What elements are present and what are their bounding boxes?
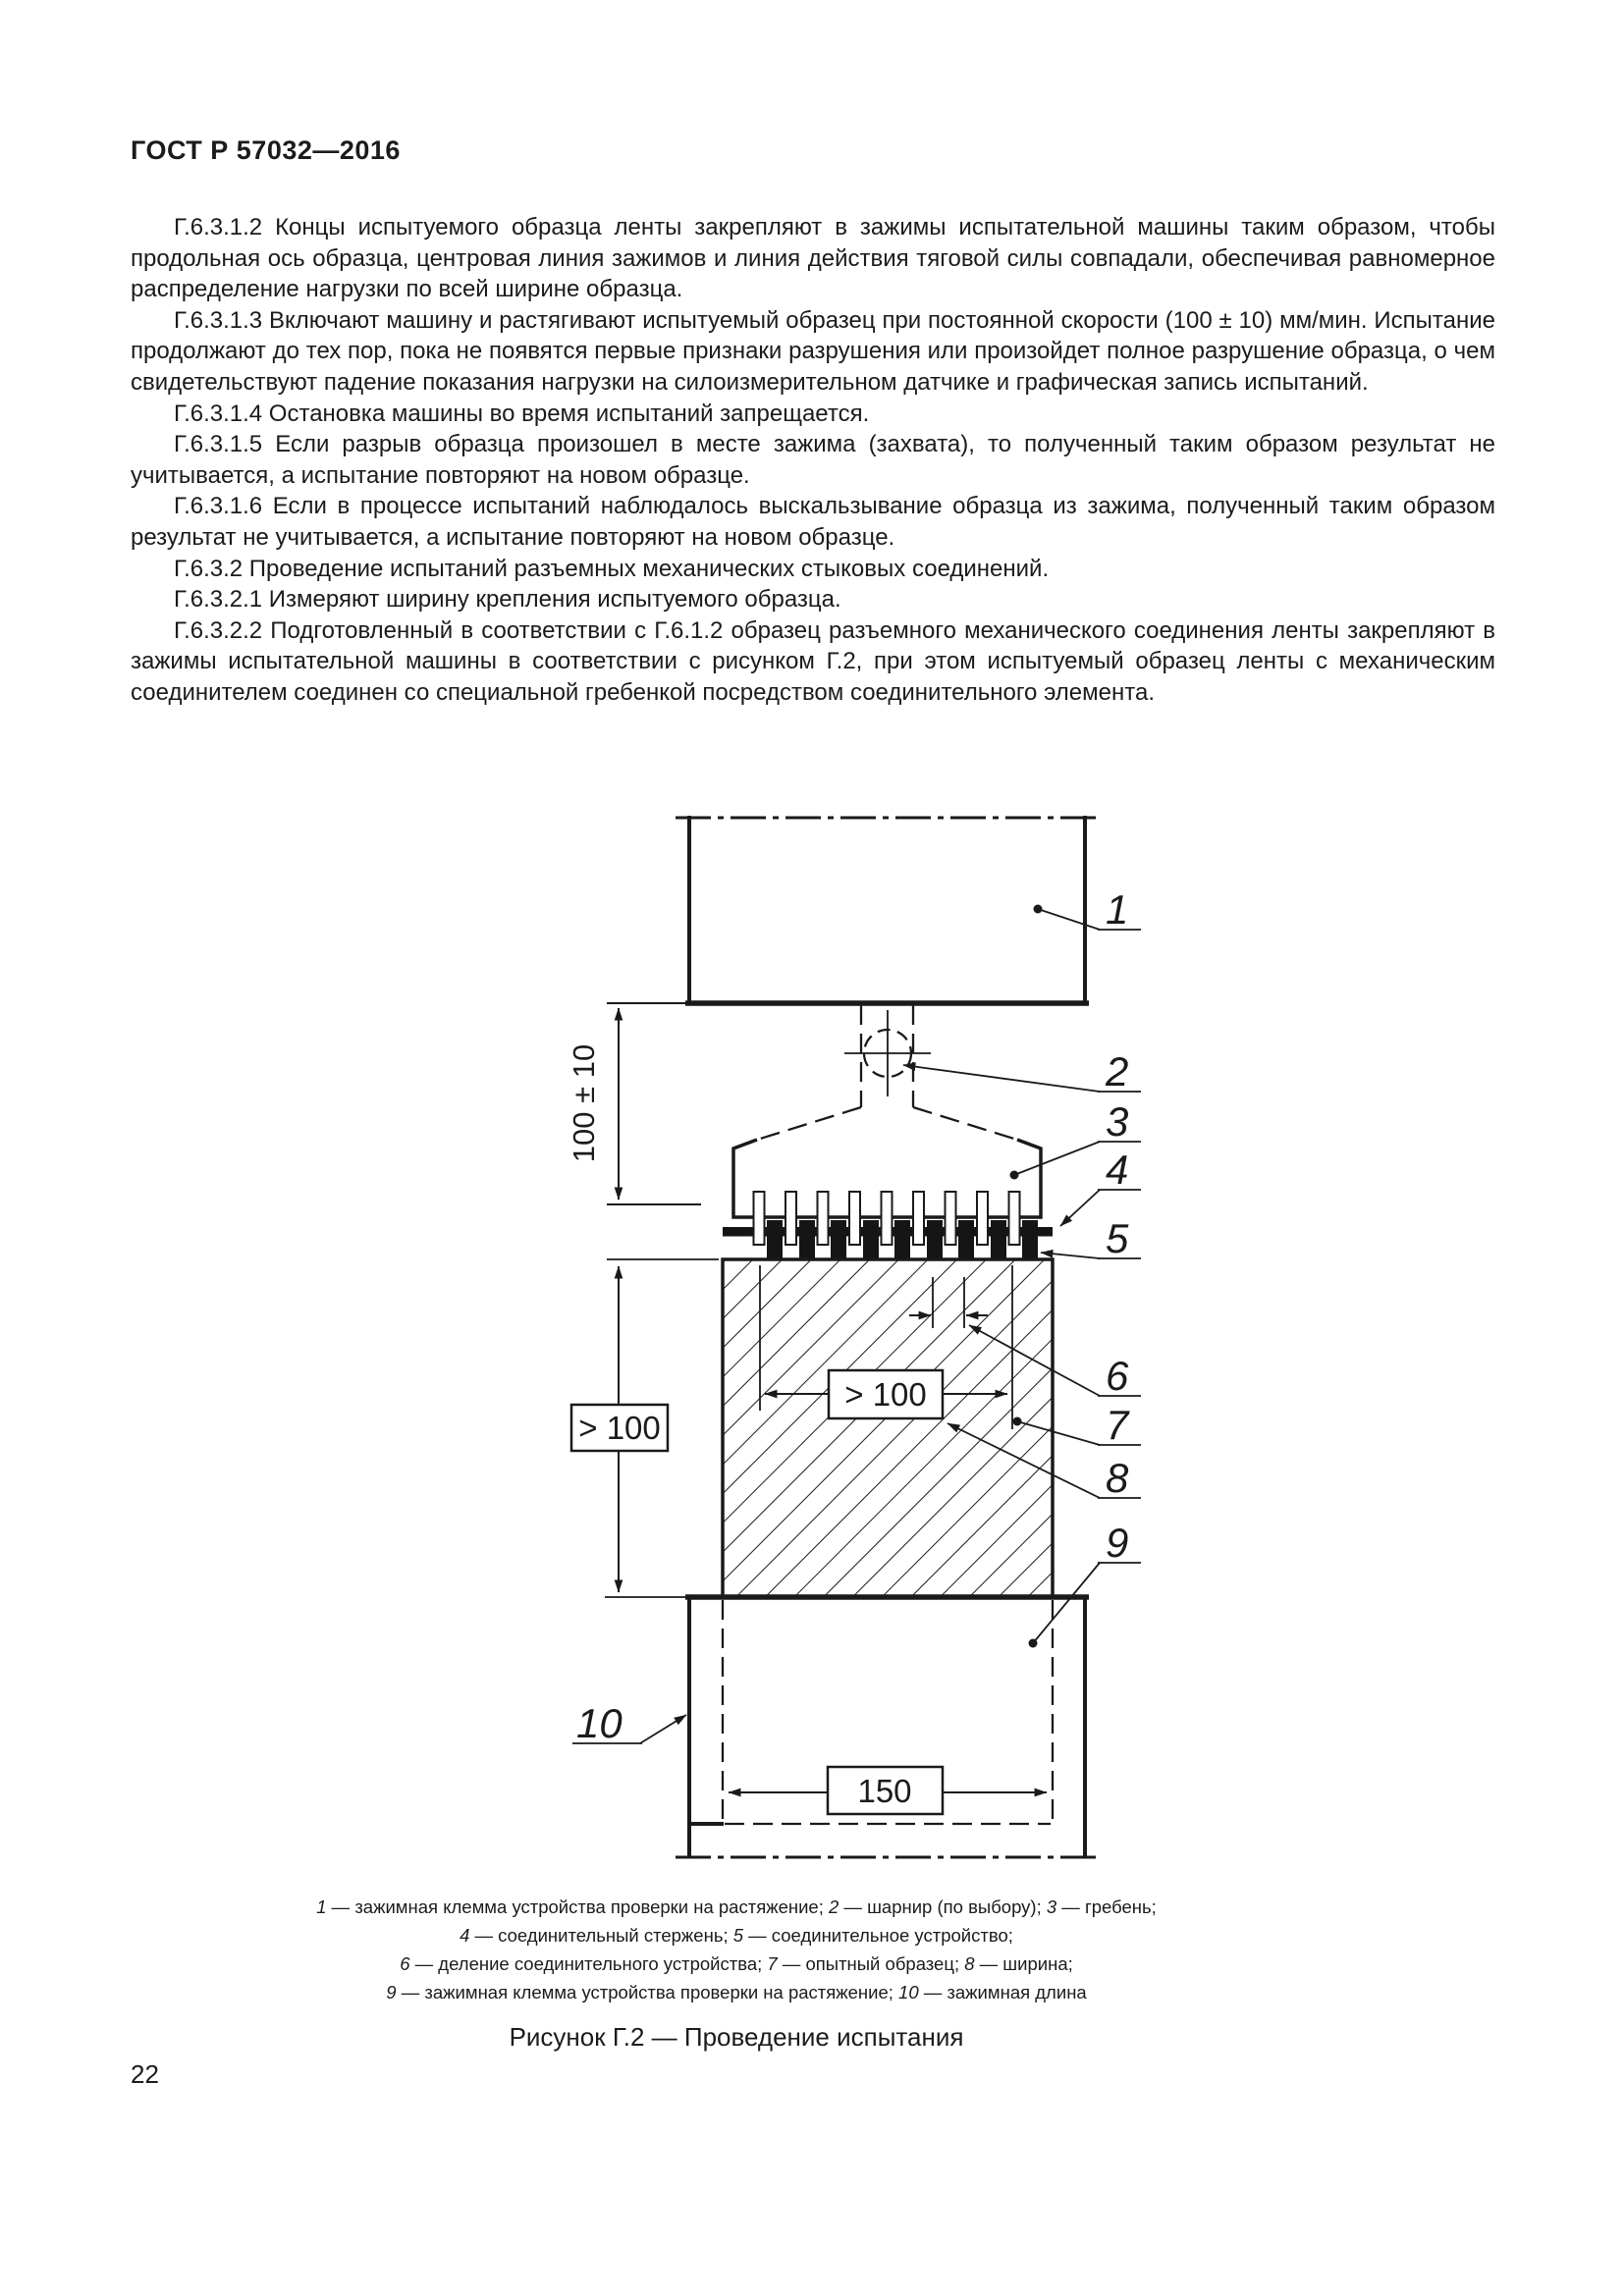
svg-text:10: 10: [576, 1700, 623, 1746]
test-specimen: [721, 1257, 1055, 1599]
svg-text:7: 7: [1106, 1402, 1130, 1448]
comb-teeth: [752, 1191, 1021, 1246]
svg-text:6: 6: [1106, 1353, 1129, 1399]
paragraph: Г.6.3.1.6 Если в процессе испытаний набл…: [131, 493, 1495, 551]
callout-10: 10: [572, 1700, 687, 1746]
callout-6: 6: [968, 1324, 1141, 1399]
callout-7: 7: [1012, 1402, 1141, 1448]
callout-3: 3: [1009, 1098, 1141, 1180]
callout-1: 1: [1033, 886, 1141, 933]
svg-text:8: 8: [1106, 1455, 1129, 1501]
dimension-clamping-width: 150: [728, 1765, 1048, 1816]
svg-text:2: 2: [1105, 1048, 1128, 1095]
paragraph: Г.6.3.1.2 Концы испытуемого образца лент…: [131, 214, 1495, 303]
svg-text:9: 9: [1106, 1520, 1128, 1566]
dimension-device-division: [909, 1277, 988, 1328]
svg-text:3: 3: [1106, 1098, 1128, 1145]
svg-text:5: 5: [1106, 1215, 1129, 1261]
upper-clamp: [676, 816, 1098, 1006]
hinge: [844, 1010, 931, 1096]
callout-8: 8: [947, 1422, 1141, 1501]
svg-text:4: 4: [1106, 1147, 1128, 1193]
dimension-label-clamp-gap: 100 ± 10: [567, 1044, 601, 1162]
dimension-label-specimen-width: > 100: [844, 1376, 927, 1413]
dimension-label-specimen-length: > 100: [578, 1410, 661, 1446]
callout-4: 4: [1059, 1147, 1141, 1227]
lower-clamp: [676, 1594, 1098, 1859]
figure-drawing: 100 ± 10 > 100 > 100: [567, 816, 1141, 1859]
paragraph: Г.6.3.1.3 Включают машину и растягивают …: [131, 306, 1495, 396]
callout-9: 9: [1028, 1520, 1141, 1648]
svg-text:1: 1: [1106, 886, 1128, 933]
dimension-clamp-gap: 100 ± 10: [567, 1002, 701, 1205]
dimension-label-clamping-width: 150: [857, 1773, 911, 1809]
paragraph: Г.6.3.2.2 Подготовленный в соответствии …: [131, 616, 1495, 706]
callout-5: 5: [1040, 1215, 1141, 1261]
figure-caption: Рисунок Г.2 — Проведение испытания: [509, 2022, 964, 2052]
dimension-specimen-width: > 100: [759, 1265, 1013, 1429]
legend-line: 1 — зажимная клемма устройства проверки …: [316, 1896, 1157, 1917]
paragraph: Г.6.3.1.5 Если разрыв образца произошел …: [131, 431, 1495, 489]
legend-line: 4 — соединительный стержень; 5 — соедини…: [460, 1925, 1013, 1946]
paragraph: Г.6.3.2.1 Измеряют ширину крепления испы…: [174, 586, 841, 614]
page-number: 22: [131, 2059, 159, 2089]
legend-line: 6 — деление соединительного устройства; …: [400, 1953, 1073, 1974]
paragraph: Г.6.3.2 Проведение испытаний разъемных м…: [174, 555, 1050, 582]
document-header: ГОСТ Р 57032—2016: [131, 135, 401, 165]
callout-2: 2: [902, 1048, 1141, 1095]
paragraph: Г.6.3.1.4 Остановка машины во время испы…: [174, 400, 870, 427]
legend-line: 9 — зажимная клемма устройства проверки …: [386, 1982, 1087, 2002]
specimen-neck-hidden-lines: [756, 1005, 1018, 1142]
figure-legend: 1 — зажимная клемма устройства проверки …: [79, 1893, 1394, 2006]
dimension-specimen-length: > 100: [569, 1258, 719, 1598]
paragraphs: Г.6.3.1.2 Концы испытуемого образца лент…: [131, 212, 1495, 709]
